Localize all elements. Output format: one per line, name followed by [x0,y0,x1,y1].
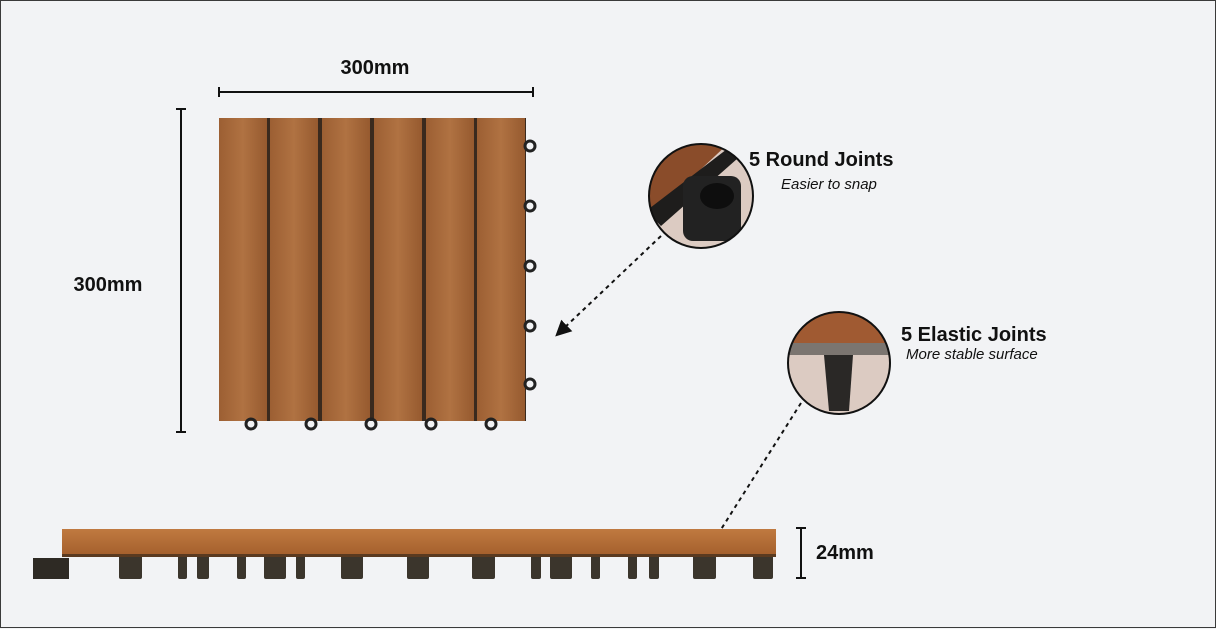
plank [374,118,422,421]
plank [477,118,525,421]
elastic-foot [550,554,572,579]
elastic-foot [472,554,495,579]
elastic-foot [693,554,716,579]
plank [219,118,267,421]
side-tab [33,558,69,579]
round-joint [523,377,537,391]
elastic-foot [591,554,600,579]
round-joint [523,259,537,273]
elastic-foot [296,554,305,579]
elastic-foot [407,554,429,579]
plank [426,118,474,421]
tile-side-view [33,529,776,579]
round-joint [484,417,498,431]
width-dimension: 300mm [218,57,534,97]
callout-subtitle: More stable surface [906,346,1038,363]
plank [270,118,318,421]
elastic-foot [341,554,363,579]
length-dimension: 300mm [74,108,186,433]
elastic-foot [237,554,246,579]
round-joint-callout: 5 Round Joints Easier to snap [555,143,893,337]
elastic-foot [753,554,773,579]
length-label: 300mm [74,274,143,296]
round-joint [244,417,258,431]
thickness-dimension: 24mm [796,527,874,579]
elastic-foot [197,554,209,579]
round-joint [364,417,378,431]
elastic-joint-callout: 5 Elastic Joints More stable surface [708,311,1047,549]
elastic-foot [119,554,142,579]
round-joint-image [649,144,753,248]
elastic-foot [531,554,541,579]
elastic-foot [628,554,637,579]
thickness-label: 24mm [816,542,874,564]
elastic-foot [264,554,286,579]
round-joint [523,139,537,153]
round-joint [523,199,537,213]
elastic-joint-image [788,312,890,414]
callout-title: 5 Round Joints [749,149,893,171]
tile-top-view [219,118,537,431]
callout-title: 5 Elastic Joints [901,324,1047,346]
round-joint [304,417,318,431]
width-label: 300mm [341,57,410,79]
elastic-foot [178,554,187,579]
round-joint [523,319,537,333]
elastic-foot [649,554,659,579]
callout-subtitle: Easier to snap [781,176,877,193]
plank [322,118,370,421]
round-joint [424,417,438,431]
